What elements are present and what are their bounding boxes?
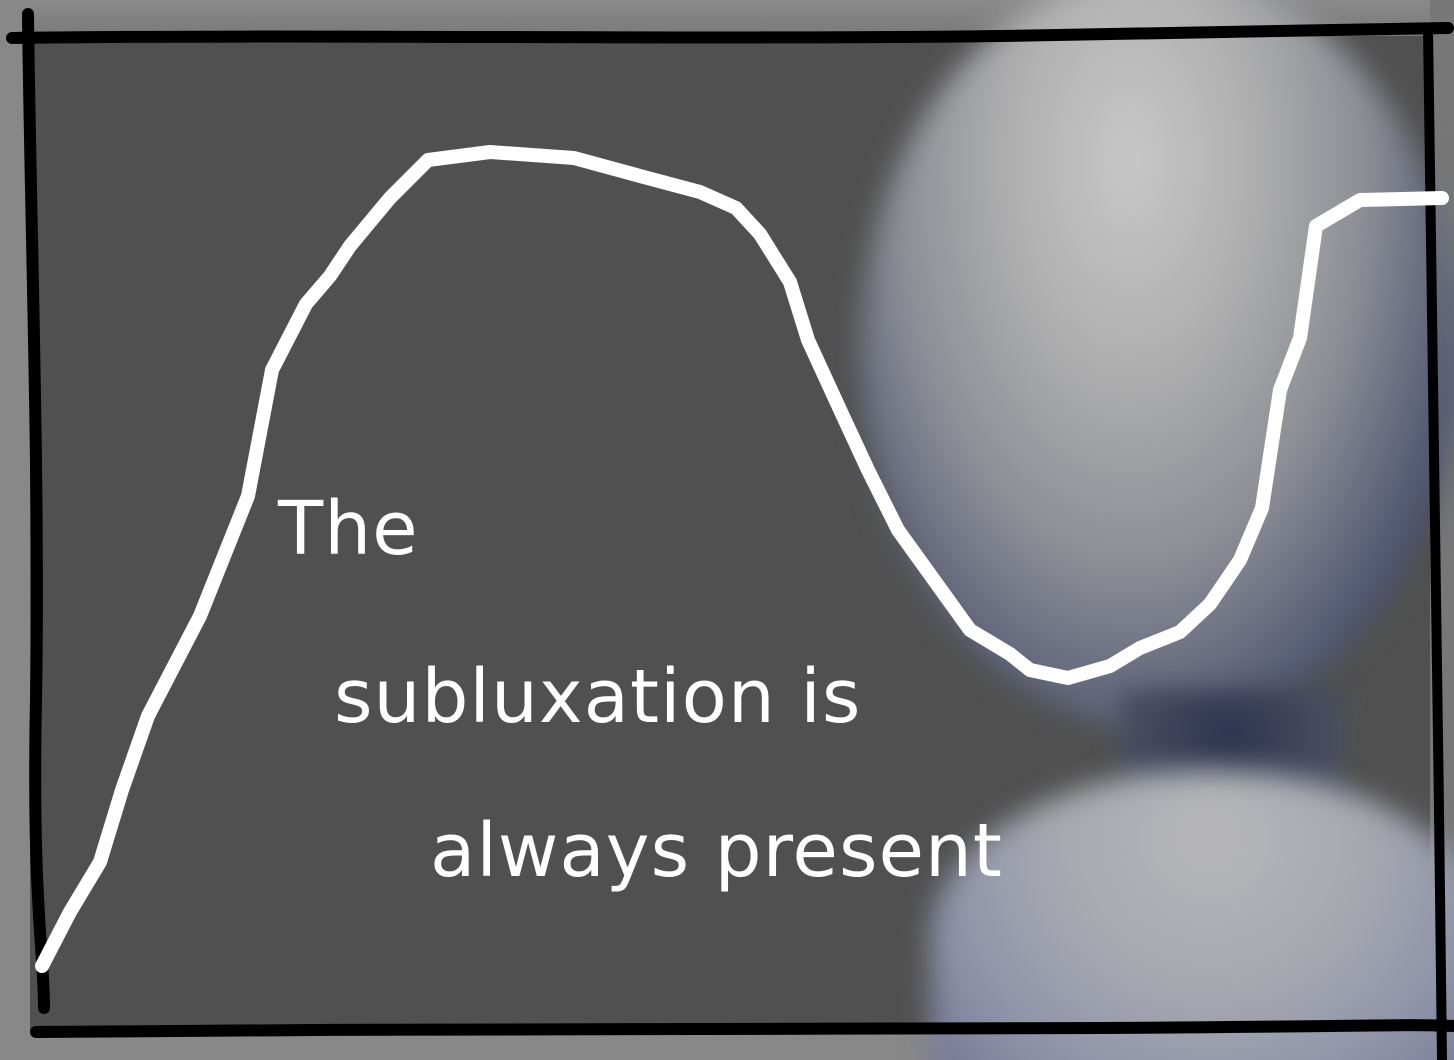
frame-top-border	[6, 22, 1454, 44]
frame-bottom-border	[30, 1019, 1454, 1038]
caption-line-1: The	[278, 486, 419, 572]
caption-line-3: always present	[430, 808, 1003, 894]
blurred-stand-base	[930, 770, 1454, 1060]
white-wave-curve	[35, 145, 1449, 973]
frame-right-border	[1423, 23, 1447, 1060]
frame-left-border	[22, 8, 50, 1014]
caption-line-2: subluxation is	[334, 654, 862, 740]
